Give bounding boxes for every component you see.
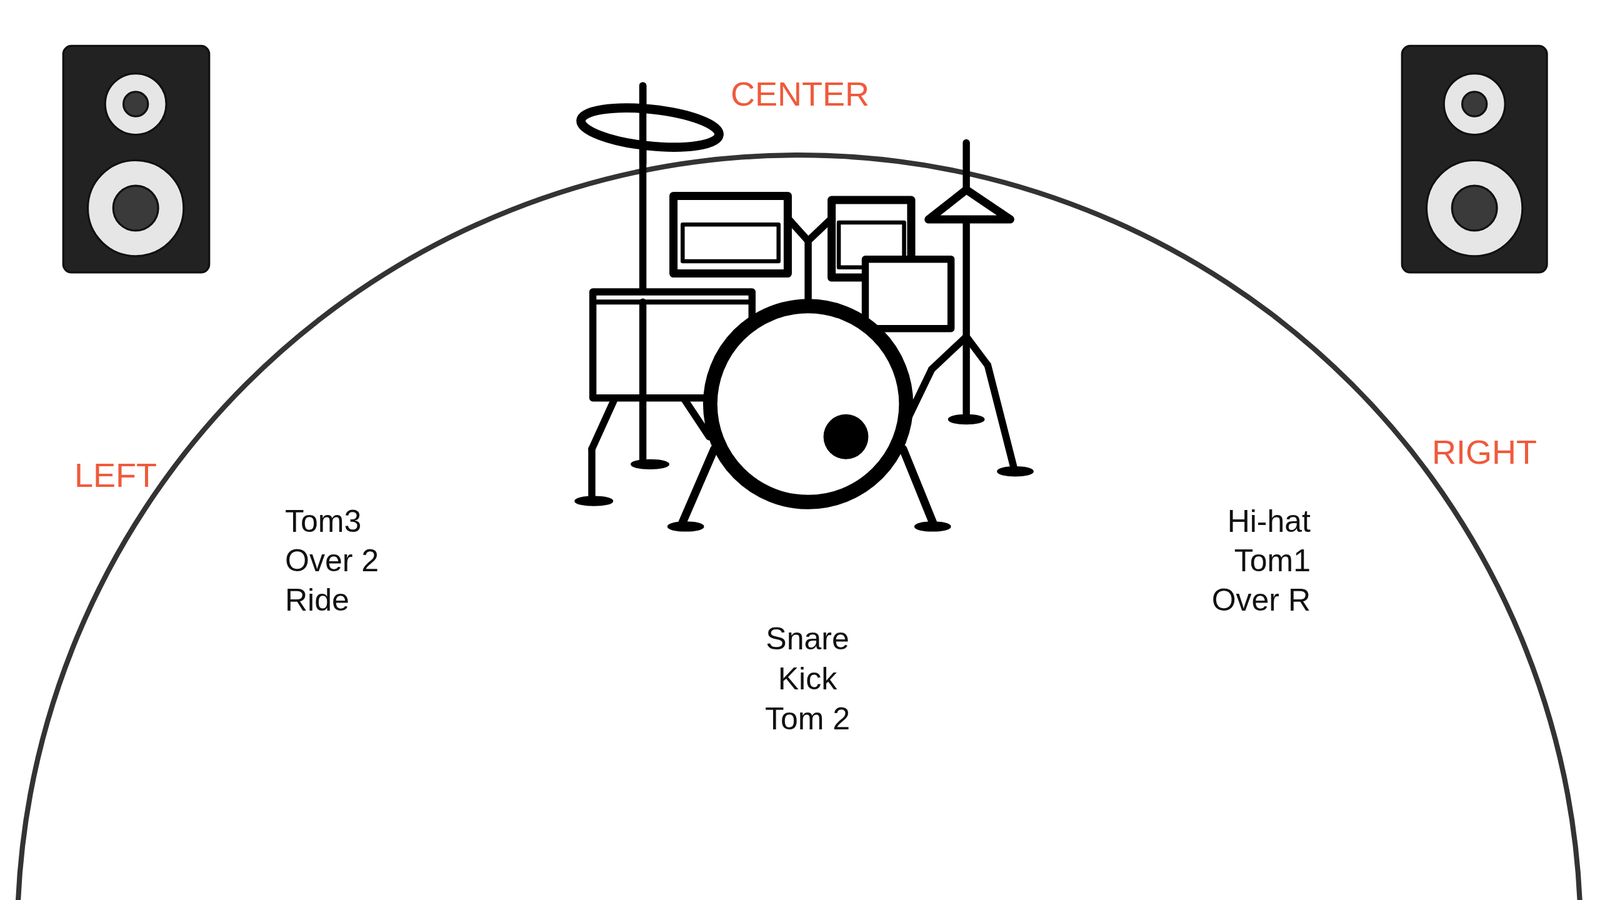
position-label: RIGHT bbox=[1431, 435, 1537, 469]
position-label: CENTER bbox=[730, 76, 870, 111]
channel-label: Kick bbox=[778, 663, 837, 695]
channel-label: Over R bbox=[1211, 584, 1311, 616]
channel-label: Snare bbox=[765, 623, 849, 655]
listening-arc bbox=[17, 155, 1581, 900]
channel-label: Over 2 bbox=[285, 545, 379, 577]
left-speaker bbox=[63, 45, 209, 272]
channel-label: Tom3 bbox=[285, 505, 362, 537]
right-speaker bbox=[1401, 45, 1547, 272]
channel-label: Hi-hat bbox=[1227, 505, 1311, 537]
position-label: LEFT bbox=[74, 458, 157, 492]
channel-label: Tom 2 bbox=[765, 703, 850, 735]
channel-label: Ride bbox=[285, 584, 350, 616]
channel-label: Tom1 bbox=[1234, 545, 1311, 577]
drum-kit-icon bbox=[575, 85, 1033, 531]
